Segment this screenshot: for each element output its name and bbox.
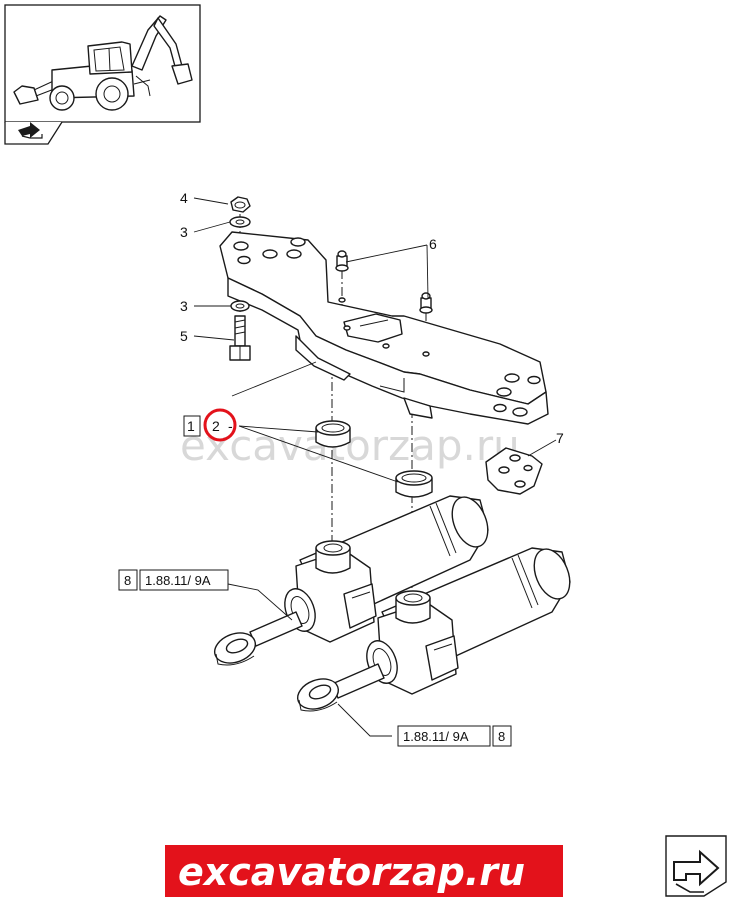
page-flip-arrow-icon[interactable]	[18, 122, 43, 139]
next-page-arrow-icon[interactable]	[665, 835, 727, 897]
callout-2: 2	[212, 418, 220, 434]
callout-4: 4	[180, 190, 188, 206]
callout-2-dash: -	[228, 418, 233, 434]
reference-right-qty: 8	[498, 729, 505, 744]
reference-left-qty: 8	[124, 573, 131, 588]
backhoe-loader-thumbnail	[13, 15, 193, 111]
callout-5: 5	[180, 328, 188, 344]
shim-plate	[485, 447, 543, 495]
bolt	[229, 315, 251, 361]
grease-fitting-left	[335, 250, 349, 272]
nut	[230, 196, 251, 213]
highlight-ring	[203, 408, 237, 442]
bushing-upper	[315, 420, 351, 448]
grease-fitting-right	[419, 292, 433, 314]
reference-right-code: 1.88.11/ 9A	[403, 729, 469, 744]
hydraulic-cylinder-right	[296, 547, 571, 712]
callout-1-box: 1	[183, 415, 201, 437]
bushing-lower	[395, 470, 433, 498]
reference-left-code: 1.88.11/ 9A	[145, 573, 211, 588]
hydraulic-cylinder-left	[213, 495, 489, 666]
support-bracket	[219, 231, 549, 425]
callout-7: 7	[556, 430, 564, 446]
callout-6: 6	[429, 236, 437, 252]
callout-1: 1	[187, 418, 195, 434]
reference-right[interactable]: 1.88.11/ 9A 8	[397, 725, 512, 747]
callout-3-upper: 3	[180, 224, 188, 240]
washer-bottom	[230, 300, 250, 312]
brand-banner: excavatorzap.ru	[165, 845, 563, 897]
reference-left[interactable]: 8 1.88.11/ 9A	[118, 569, 229, 591]
washer-top	[229, 216, 251, 228]
brand-banner-text: excavatorzap.ru	[178, 850, 525, 894]
leader-lines	[193, 197, 557, 737]
callout-3-lower: 3	[180, 298, 188, 314]
